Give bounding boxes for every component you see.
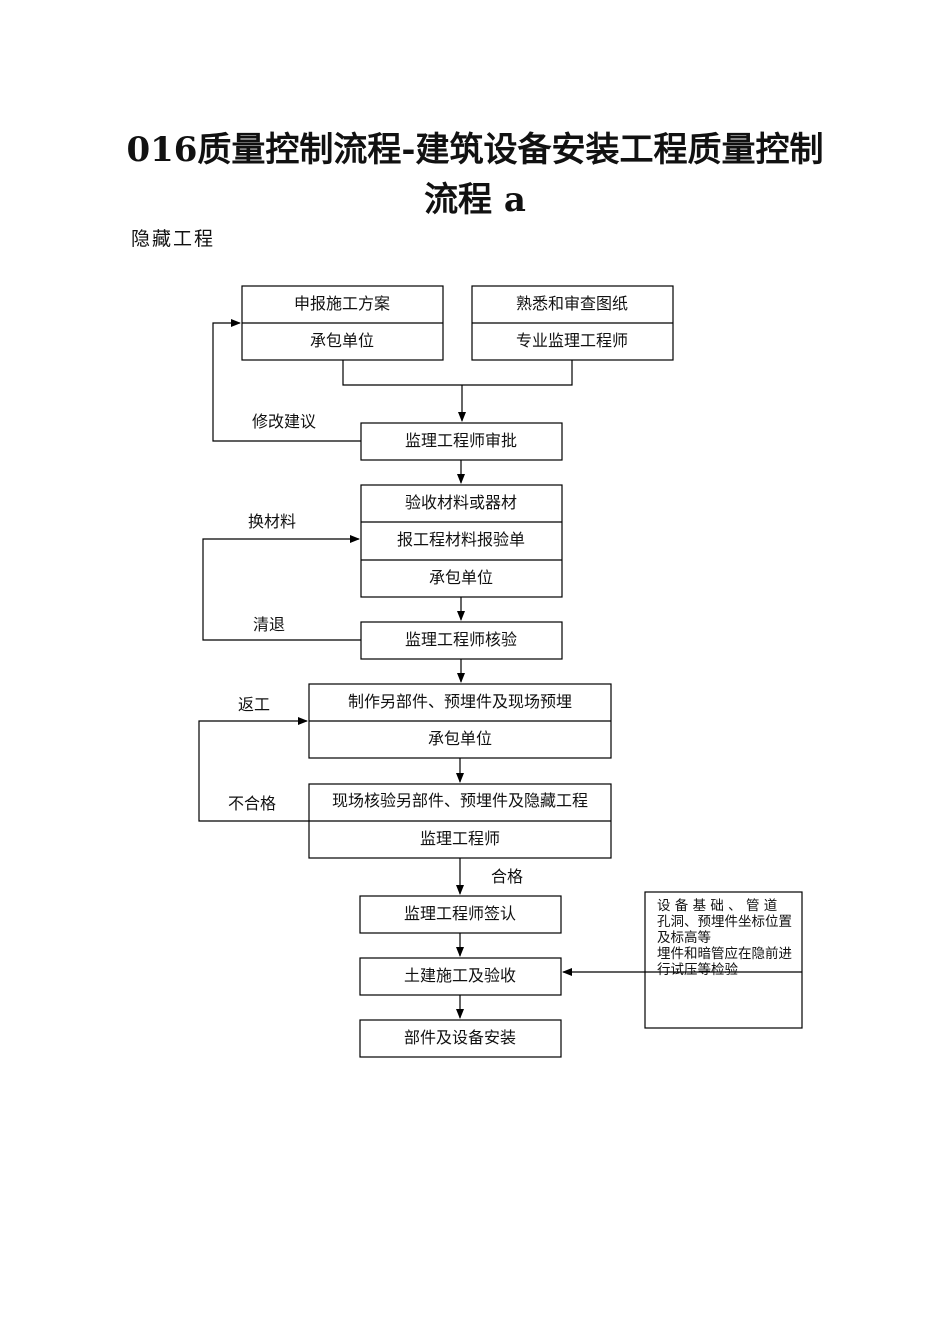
box-signoff-label: 监理工程师签认 [404,904,516,923]
box-submit-plan-bottom: 承包单位 [310,331,374,350]
box-verify: 监理工程师核验 [360,621,563,660]
label-qualified: 合格 [491,867,523,886]
merge-connector [342,360,573,386]
box-install-label: 部件及设备安装 [404,1028,516,1047]
box-install: 部件及设备安装 [359,1019,562,1058]
page-title-line2: 流程 a [424,180,526,220]
box-fabricate: 制作另部件、预埋件及现场预埋 承包单位 [308,683,612,759]
box-fabricate-top: 制作另部件、预埋件及现场预埋 [348,692,572,711]
box-review-drawings: 熟悉和审查图纸 专业监理工程师 [471,285,674,361]
note-text: 设 备 基 础 、 管 道 孔洞、预埋件坐标位置及标高等 埋件和暗管应在隐前进行… [657,898,795,978]
box-approval: 监理工程师审批 [360,422,563,461]
box-verify-label: 监理工程师核验 [405,630,517,649]
loop-rework [198,717,309,822]
box-submit-plan: 申报施工方案 承包单位 [241,285,444,361]
box-materials-3: 承包单位 [429,568,493,587]
box-review-drawings-top: 熟悉和审查图纸 [516,294,628,313]
box-civil: 土建施工及验收 [359,957,562,996]
box-materials: 验收材料或器材 报工程材料报验单 承包单位 [360,484,563,598]
label-rework: 返工 [238,695,270,714]
box-site-check: 现场核验另部件、预埋件及隐藏工程 监理工程师 [308,783,612,859]
note-line-2: 埋件和暗管应在隐前进行试压等检验 [657,946,792,978]
box-site-check-top: 现场核验另部件、预埋件及隐藏工程 [332,791,588,810]
page-title-line1: 016质量控制流程-建筑设备安装工程质量控制 [126,130,824,170]
note-line-1: 设 备 基 础 、 管 道 孔洞、预埋件坐标位置及标高等 [657,898,792,946]
subtitle: 隐藏工程 [131,228,216,250]
box-approval-label: 监理工程师审批 [405,431,517,450]
label-modify: 修改建议 [252,412,316,431]
box-submit-plan-top: 申报施工方案 [294,294,390,313]
loop-change-material [202,535,361,641]
box-site-check-bottom: 监理工程师 [420,829,500,848]
box-signoff: 监理工程师签认 [359,895,562,934]
label-change-material: 换材料 [248,512,296,531]
note-box [644,891,803,1029]
box-materials-1: 验收材料或器材 [405,493,517,512]
box-civil-label: 土建施工及验收 [404,966,516,985]
label-unqualified: 不合格 [228,794,276,813]
box-materials-2: 报工程材料报验单 [397,530,525,549]
label-clear-return: 清退 [253,615,285,634]
loop-modify [212,319,361,442]
box-fabricate-bottom: 承包单位 [428,729,492,748]
box-review-drawings-bottom: 专业监理工程师 [516,331,628,350]
